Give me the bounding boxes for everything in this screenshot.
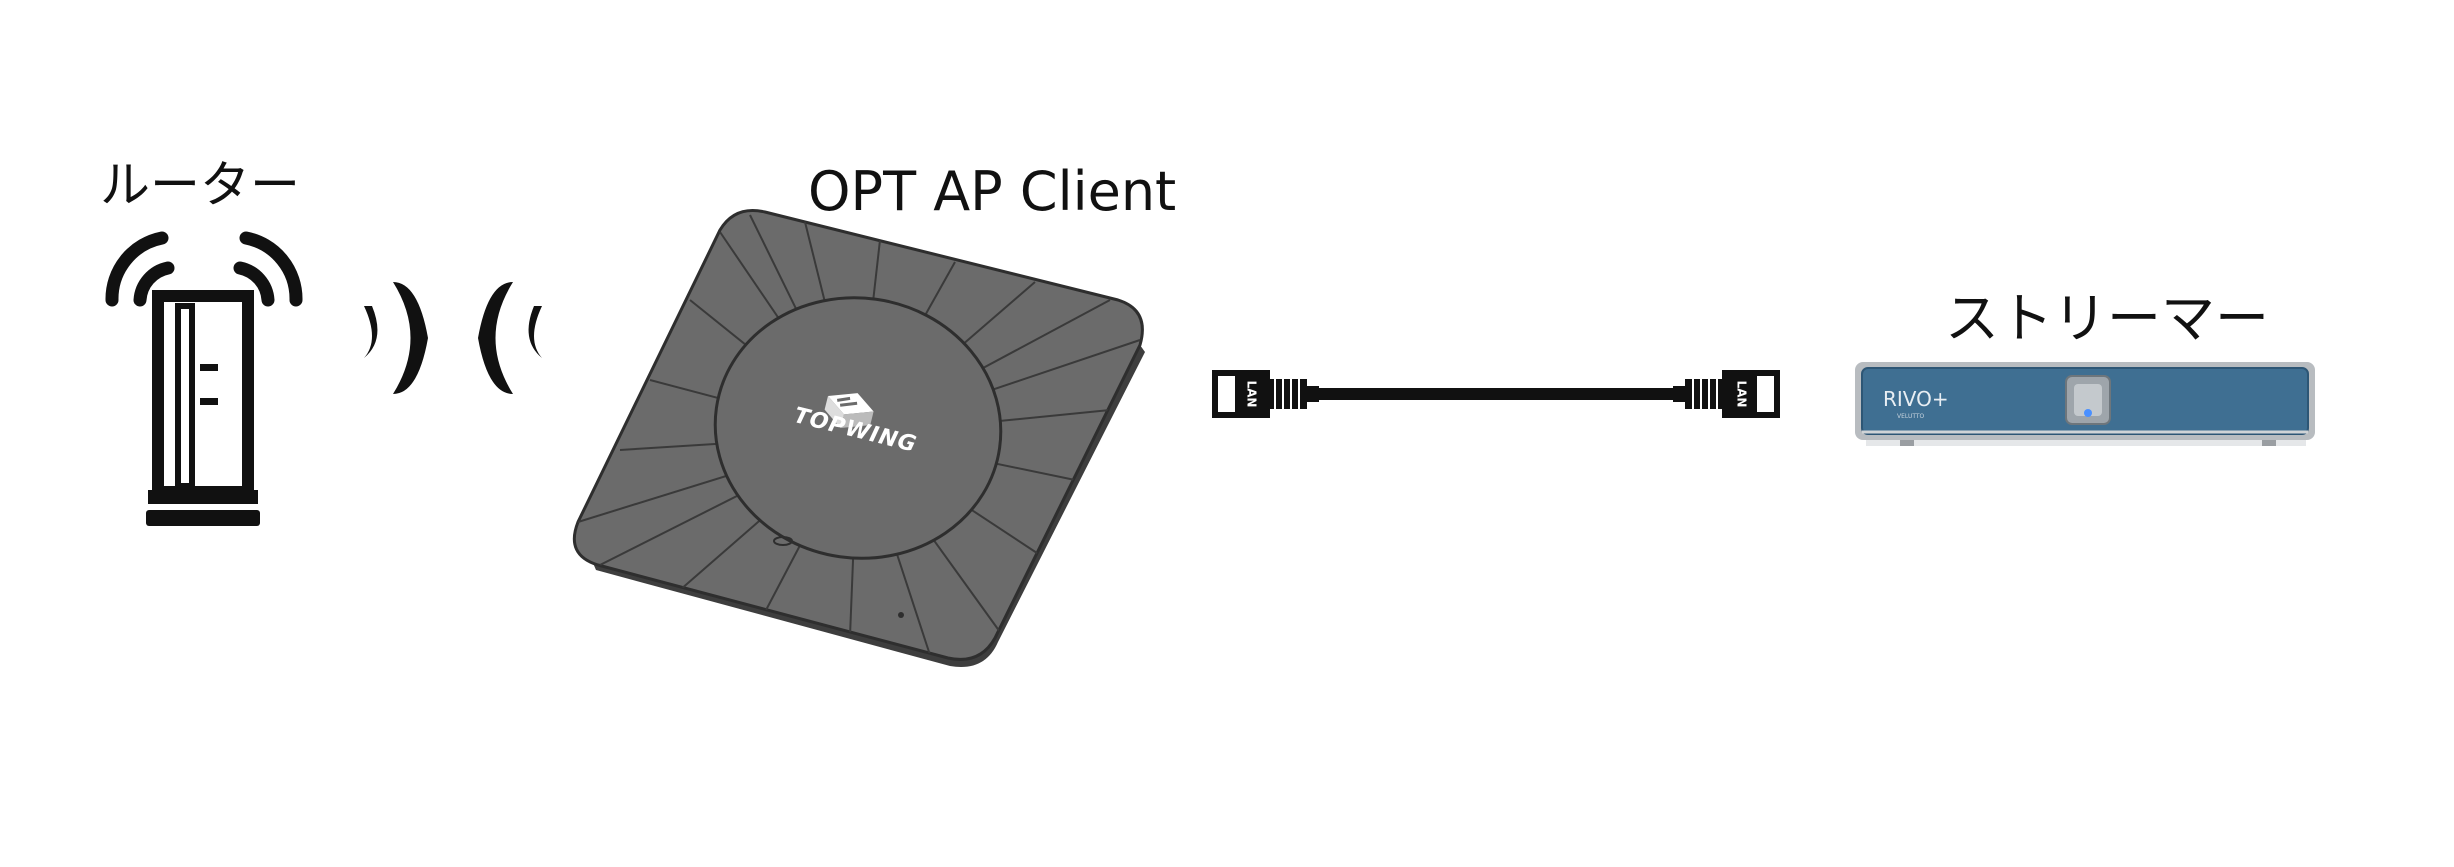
lan-label-left: LAN — [1245, 381, 1259, 408]
router-icon — [105, 231, 303, 526]
streamer-label: ストリーマー — [1945, 287, 2269, 350]
ap-client-label: OPT AP Client — [808, 160, 1177, 223]
lan-cable-icon: LAN LAN — [1212, 370, 1780, 418]
streamer-led — [2084, 409, 2092, 417]
ap-client-device-icon: TOPWING — [572, 209, 1145, 667]
topwing-logo-icon — [824, 393, 874, 429]
streamer-sub-text: VELUTTO — [1897, 413, 1925, 420]
router-label: ルーター — [100, 156, 300, 214]
lan-connector-left-icon: LAN — [1212, 370, 1319, 418]
lan-label-right: LAN — [1735, 381, 1749, 408]
streamer-device-icon: RIVO+ VELUTTO — [1855, 362, 2315, 446]
lan-connector-right-icon: LAN — [1673, 370, 1780, 418]
streamer-brand-text: RIVO+ — [1883, 387, 1949, 411]
wifi-signal-icon — [364, 282, 542, 394]
ap-status-led — [773, 536, 793, 546]
